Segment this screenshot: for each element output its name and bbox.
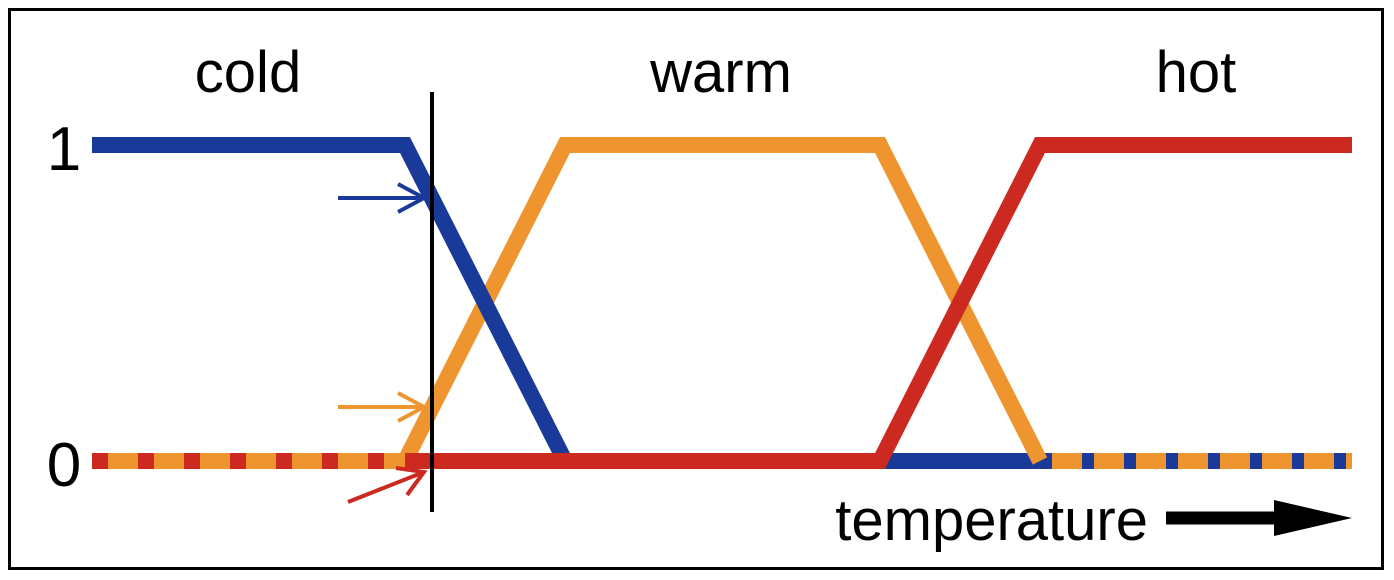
cold-membership-curve: [92, 137, 573, 465]
warm-membership-arrow: [338, 391, 429, 423]
warm-membership-curve: [397, 137, 1048, 465]
diagram-frame: [8, 8, 1384, 570]
y-tick-zero: 0: [47, 431, 81, 500]
label-hot: hot: [1156, 40, 1237, 105]
x-axis-label: temperature: [835, 488, 1148, 553]
hot-membership-arrow: [347, 466, 428, 504]
y-tick-one: 1: [47, 115, 81, 184]
hot-membership-curve: [405, 137, 1352, 469]
cold-membership-arrow: [338, 182, 429, 214]
temperature-axis-arrow: [1166, 500, 1352, 536]
label-cold: cold: [195, 40, 301, 105]
label-warm: warm: [649, 40, 792, 105]
